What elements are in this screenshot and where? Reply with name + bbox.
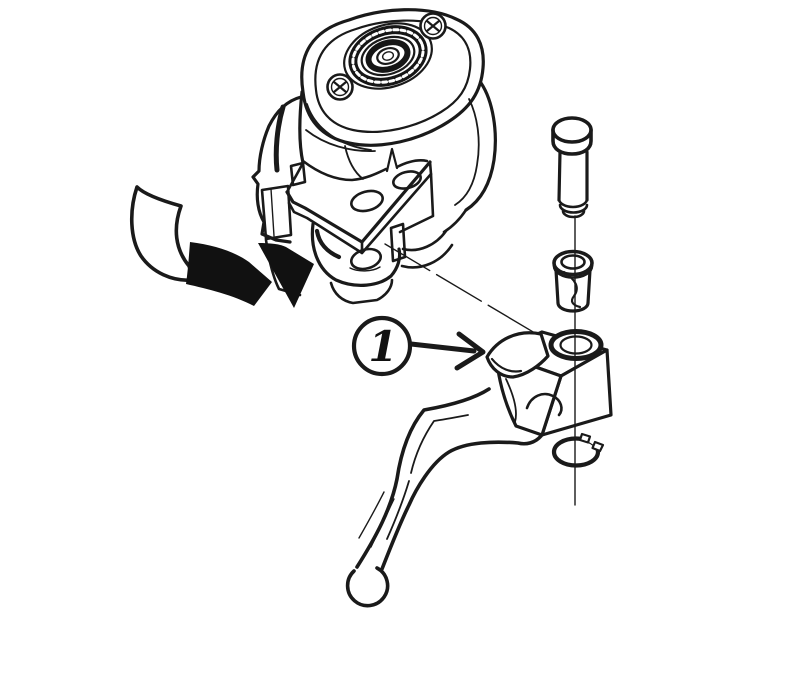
arrow-band [186, 242, 272, 306]
pivot-pin-illustration [551, 116, 593, 219]
bracket-hole [392, 170, 422, 190]
boot-body [554, 268, 592, 305]
direction-arrow-icon [129, 185, 314, 308]
pin-shaft [557, 150, 589, 202]
lever-slot-bracket [310, 222, 454, 305]
circlip-tab [591, 440, 605, 453]
pivot-bore-hole [350, 247, 382, 271]
reservoir-cap-illustration [300, 8, 485, 151]
lever-blade-lower-edge [380, 434, 543, 571]
bracket-right-face [398, 172, 435, 234]
arrow-head [258, 243, 314, 308]
lever-ball-end [345, 566, 390, 608]
circlip-illustration [551, 431, 611, 468]
cap-rim [314, 19, 472, 133]
cap-screw-icon [419, 12, 447, 40]
cap-outline [300, 8, 485, 147]
pushrod-bump [525, 392, 563, 417]
bracket-plate-edge [285, 160, 432, 244]
arrow-ribbon-tail [129, 185, 196, 282]
cap-screw-icon [326, 73, 354, 101]
lever-pivot-hole [548, 329, 604, 361]
pin-head [551, 116, 593, 144]
assembly-guide-lines [384, 243, 541, 337]
lever-bracket-illustration [285, 147, 435, 255]
callout-1: 1 [351, 315, 486, 377]
slot-wall [389, 222, 407, 263]
pivot-boot-illustration [552, 249, 594, 313]
alignment-dashed-line [384, 243, 541, 337]
cap-lip [306, 103, 372, 151]
cap-emblem [343, 22, 433, 90]
circlip-tab [578, 432, 592, 444]
lever-beak [485, 331, 550, 379]
callout-1-label: 1 [368, 322, 397, 371]
brake-lever-illustration [345, 329, 613, 608]
bracket-hole [350, 189, 384, 213]
callout-arrow-icon [408, 331, 486, 371]
pointed-tab [385, 147, 399, 173]
